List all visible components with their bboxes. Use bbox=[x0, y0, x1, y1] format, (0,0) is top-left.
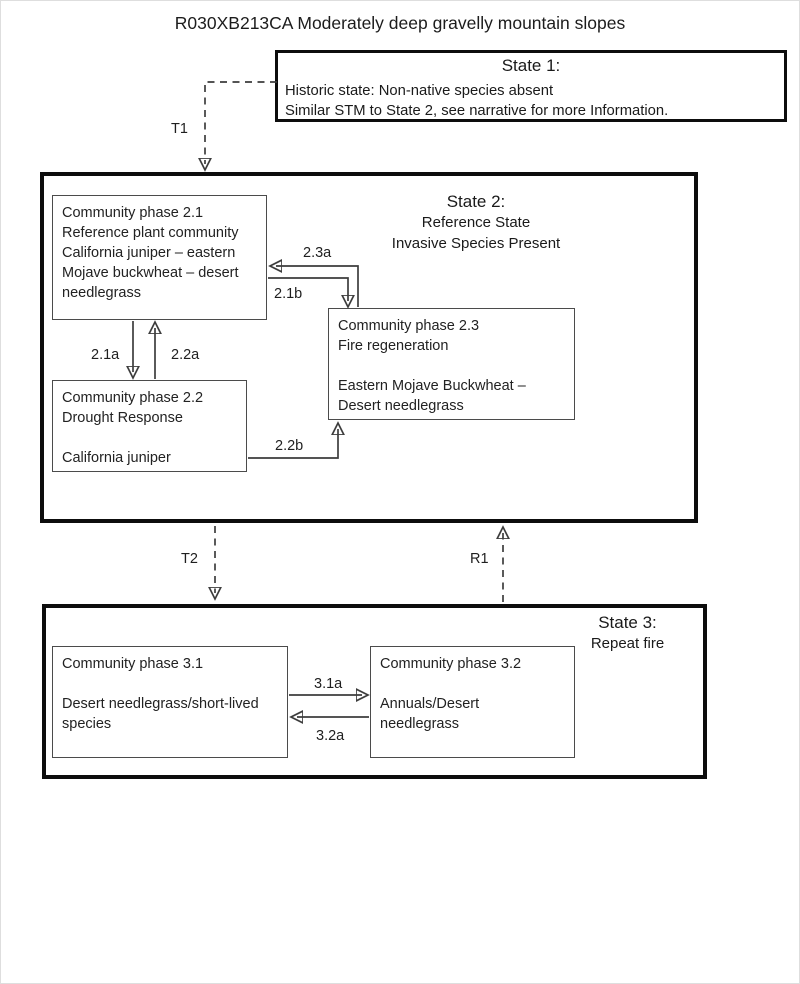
state3-heading-title: State 3: bbox=[598, 613, 657, 632]
pathway-2-3a-label: 2.3a bbox=[303, 245, 332, 261]
diagram-title: R030XB213CA Moderately deep gravelly mou… bbox=[174, 13, 626, 33]
phase-3-2-box: Community phase 3.2 Annuals/Desert needl… bbox=[370, 646, 575, 758]
pathway-2-1a-label: 2.1a bbox=[91, 347, 120, 363]
state1-description: Historic state: Non-native species absen… bbox=[285, 83, 669, 119]
transition-t2-label: T2 bbox=[181, 551, 198, 567]
phase-3-1-box: Community phase 3.1 Desert needlegrass/s… bbox=[52, 646, 288, 758]
phase-2-1-box: Community phase 2.1 Reference plant comm… bbox=[52, 195, 267, 320]
state3-heading-subtitle: Repeat fire bbox=[590, 635, 665, 652]
transition-t1-label: T1 bbox=[171, 121, 188, 137]
restoration-r1-label: R1 bbox=[470, 551, 489, 567]
state2-heading-subtitle: Reference State Invasive Species Present bbox=[391, 214, 561, 252]
state1-heading: State 1: bbox=[501, 56, 561, 75]
state1-box bbox=[275, 50, 787, 122]
phase-2-3-box: Community phase 2.3 Fire regeneration Ea… bbox=[328, 308, 575, 420]
pathway-2-2a-label: 2.2a bbox=[171, 347, 200, 363]
transition-t1-arrow bbox=[205, 81, 277, 164]
pathway-2-2b-label: 2.2b bbox=[275, 438, 304, 454]
pathway-3-1a-label: 3.1a bbox=[314, 676, 343, 692]
state3-heading: State 3: Repeat fire bbox=[560, 612, 695, 654]
state2-heading-title: State 2: bbox=[446, 192, 506, 211]
state2-heading: State 2: Reference State Invasive Specie… bbox=[340, 191, 612, 254]
pathway-3-2a-label: 3.2a bbox=[316, 728, 345, 744]
pathway-2-1b-label: 2.1b bbox=[274, 286, 303, 302]
phase-2-2-box: Community phase 2.2 Drought Response Cal… bbox=[52, 380, 247, 472]
